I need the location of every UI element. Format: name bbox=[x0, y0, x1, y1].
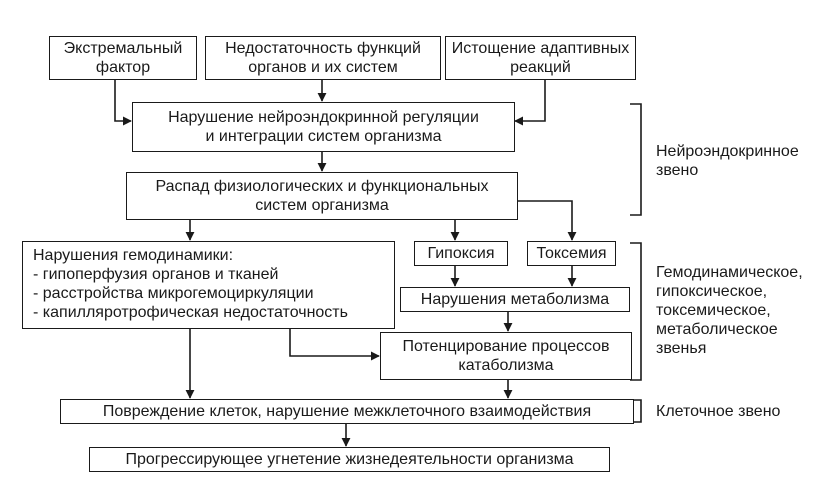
hemodynamics-item: - гипоперфузия органов и тканей bbox=[33, 266, 279, 283]
bracket-cellular bbox=[634, 399, 642, 423]
neuroendocrine-disruption-line1: Нарушение нейроэндокринной регуляции bbox=[168, 109, 479, 126]
hemodynamics-item: - капилляротрофическая недостаточность bbox=[33, 304, 348, 321]
systems-breakdown-line2: систем организма bbox=[255, 197, 389, 214]
toxemia-label: Токсемия bbox=[536, 245, 607, 262]
connector-hemodynamics-to-catabolism bbox=[289, 329, 380, 361]
organ-insufficiency-line1: Недостаточность функций bbox=[225, 40, 421, 57]
hemodynamic-link-line: токсемическое, bbox=[656, 302, 771, 319]
adaptive-exhaustion-box: Истощение адаптивных реакций bbox=[445, 36, 636, 80]
connector-adaptive-to-neuro bbox=[514, 80, 546, 126]
neuroendocrine-disruption-box: Нарушение нейроэндокринной регуляции и и… bbox=[132, 102, 515, 152]
systems-breakdown-line1: Распад физиологических и функциональных bbox=[155, 178, 489, 195]
hypoxia-label: Гипоксия bbox=[427, 245, 495, 262]
hypoxia-box: Гипоксия bbox=[414, 241, 508, 266]
bracket-neuroendocrine bbox=[630, 103, 642, 216]
cellular-link-label: Клеточное звено bbox=[656, 403, 781, 420]
hemodynamic-link-line: гипоксическое, bbox=[656, 283, 768, 300]
hemodynamic-link-line: звенья bbox=[656, 340, 707, 357]
organ-insufficiency-box: Недостаточность функций органов и их сис… bbox=[205, 36, 441, 80]
catabolism-box: Потенцирование процессов катаболизма bbox=[380, 332, 632, 380]
extreme-factor-line2: фактор bbox=[95, 59, 151, 76]
adaptive-exhaustion-line2: реакций bbox=[510, 59, 571, 76]
connector-breakdown-to-toxemia bbox=[518, 200, 577, 241]
neuroendocrine-disruption-line2: и интеграции систем организма bbox=[205, 128, 442, 145]
metabolism-label: Нарушения метаболизма bbox=[420, 291, 610, 308]
hemodynamic-link-label: Гемодинамическое, гипоксическое, токсеми… bbox=[656, 263, 803, 358]
organ-insufficiency-line2: органов и их систем bbox=[248, 59, 398, 76]
progressive-label: Прогрессирующее угнетение жизнедеятельно… bbox=[125, 451, 574, 468]
hemodynamic-link-line: Гемодинамическое, bbox=[656, 264, 803, 281]
catabolism-line2: катаболизма bbox=[458, 357, 554, 374]
systems-breakdown-box: Распад физиологических и функциональных … bbox=[126, 172, 518, 220]
extreme-factor-line1: Экстремальный bbox=[63, 40, 183, 57]
neuroendocrine-link-line2: звено bbox=[656, 162, 699, 179]
progressive-box: Прогрессирующее угнетение жизнедеятельно… bbox=[89, 447, 610, 472]
metabolism-box: Нарушения метаболизма bbox=[400, 287, 630, 312]
catabolism-line1: Потенцирование процессов bbox=[402, 338, 610, 355]
neuroendocrine-link-label: Нейроэндокринное звено bbox=[656, 142, 799, 180]
toxemia-box: Токсемия bbox=[527, 241, 616, 266]
hemodynamics-title: Нарушения гемодинамики: bbox=[33, 247, 234, 264]
hemodynamics-box: Нарушения гемодинамики: - гипоперфузия о… bbox=[22, 241, 395, 329]
adaptive-exhaustion-line1: Истощение адаптивных bbox=[451, 40, 630, 57]
cell-damage-box: Повреждение клеток, нарушение межклеточн… bbox=[60, 399, 634, 424]
hemodynamic-link-line: метаболическое bbox=[656, 321, 778, 338]
bracket-hemodynamic bbox=[630, 242, 642, 381]
connector-extreme-to-neuro bbox=[114, 80, 132, 126]
cell-damage-label: Повреждение клеток, нарушение межклеточн… bbox=[102, 403, 592, 420]
hemodynamics-item: - расстройства микрогемоциркуляции bbox=[33, 285, 314, 302]
extreme-factor-box: Экстремальный фактор bbox=[49, 36, 197, 80]
neuroendocrine-link-line1: Нейроэндокринное bbox=[656, 143, 799, 160]
